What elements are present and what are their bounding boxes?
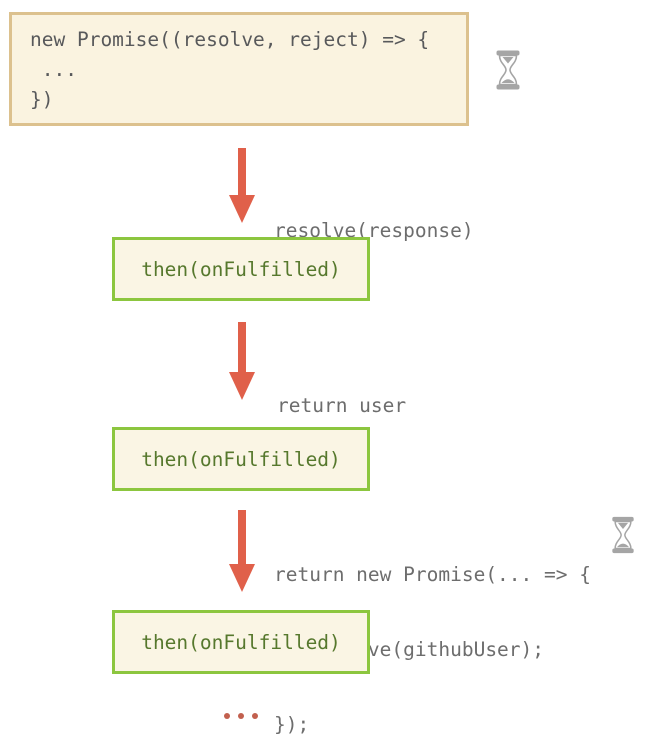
arrow-label-2: return user (277, 343, 406, 468)
ellipsis-dots (224, 713, 258, 719)
ellipsis-dot (224, 713, 230, 719)
arrow-down-2 (229, 322, 255, 400)
arrow-label-line: return new Promise(... => { (274, 563, 591, 586)
arrow-label-1: resolve(response) (274, 168, 474, 293)
arrow-head (229, 195, 255, 223)
then-box-label: then(onFulfilled) (141, 630, 341, 654)
arrow-shaft (238, 510, 246, 564)
arrow-head (229, 564, 255, 592)
arrow-shaft (238, 148, 246, 195)
promise-code-box: new Promise((resolve, reject) => { ... }… (9, 12, 469, 126)
arrow-down-1 (229, 148, 255, 223)
code-line-1: new Promise((resolve, reject) => { (30, 28, 430, 51)
then-box-3: then(onFulfilled) (112, 610, 370, 674)
then-box-2: then(onFulfilled) (112, 427, 370, 491)
code-line-3: }) (30, 88, 54, 111)
arrow-label-line: return user (277, 394, 407, 417)
code-line-2: ... (30, 58, 77, 81)
ellipsis-dot (238, 713, 244, 719)
arrow-down-3 (229, 510, 255, 592)
ellipsis-dot (252, 713, 258, 719)
hourglass-icon (612, 516, 634, 554)
arrow-head (229, 372, 255, 400)
hourglass-icon (496, 50, 520, 90)
arrow-shaft (238, 322, 246, 372)
arrow-label-line: }); (274, 713, 310, 736)
then-box-1: then(onFulfilled) (112, 237, 370, 301)
then-box-label: then(onFulfilled) (141, 447, 341, 471)
then-box-label: then(onFulfilled) (141, 257, 341, 281)
arrow-label-line: resolve(response) (274, 219, 474, 242)
